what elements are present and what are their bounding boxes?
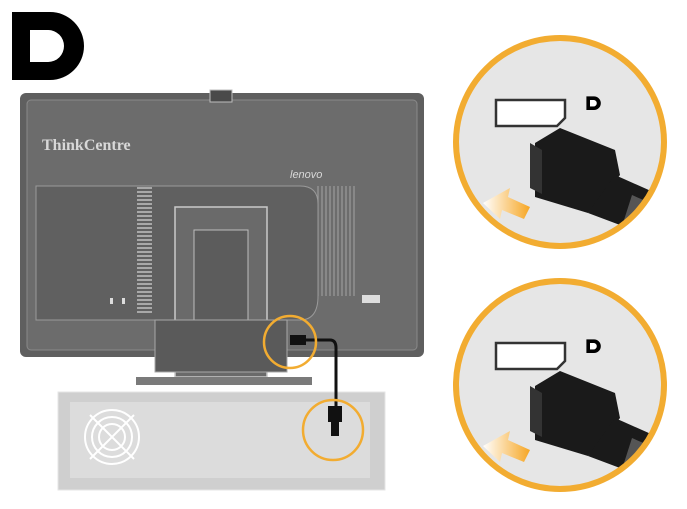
callout-bottom	[453, 278, 667, 492]
monitor-rear: ThinkCentre lenovo	[20, 89, 424, 385]
displayport-plug	[535, 128, 620, 213]
displayport-plug	[535, 371, 620, 456]
monitor-stand	[136, 206, 312, 385]
base-unit	[57, 391, 386, 491]
displayport-logo-icon	[586, 339, 601, 353]
monitor-logo: lenovo	[290, 169, 322, 181]
fan-grille-icon	[84, 409, 140, 465]
port-callout-circle	[262, 314, 318, 370]
insertion-arrow	[483, 188, 530, 219]
displayport-socket	[494, 341, 567, 371]
displayport-socket	[494, 98, 567, 128]
displayport-cable	[290, 335, 342, 436]
monitor-brand: ThinkCentre	[42, 137, 131, 154]
plug-callout-circle	[301, 398, 365, 462]
vent-strip	[137, 187, 152, 313]
displayport-logo-icon	[586, 96, 601, 110]
insertion-arrow	[483, 431, 530, 462]
displayport-logo-icon	[12, 12, 84, 80]
callout-top	[453, 35, 667, 249]
